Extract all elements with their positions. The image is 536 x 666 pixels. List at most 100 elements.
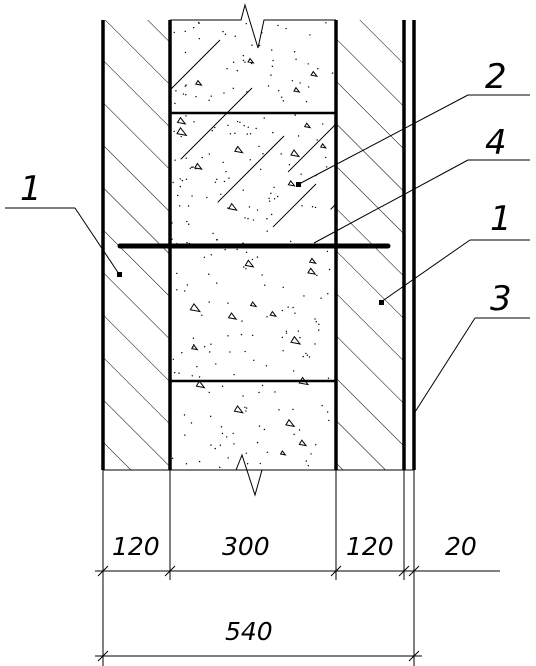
concrete-speckle xyxy=(278,409,280,411)
concrete-speckle xyxy=(186,241,188,244)
concrete-speckle xyxy=(292,408,294,411)
concrete-speckle xyxy=(321,405,323,407)
concrete-speckle xyxy=(236,120,239,123)
concrete-speckle xyxy=(259,168,262,171)
concrete-speckle xyxy=(203,256,206,259)
concrete-speckle xyxy=(224,248,226,251)
concrete-speckle xyxy=(242,242,244,244)
concrete-speckle xyxy=(191,166,193,168)
concrete-speckle xyxy=(302,355,304,358)
concrete-speckle xyxy=(184,290,186,292)
concrete-hatch-stroke xyxy=(530,328,536,370)
concrete-speckle xyxy=(291,80,294,82)
concrete-speckle xyxy=(266,316,268,318)
concrete-speckle xyxy=(210,254,213,256)
concrete-speckle xyxy=(305,460,307,462)
concrete-hatch-stroke xyxy=(49,0,92,11)
concrete-speckle xyxy=(306,354,309,356)
concrete-speckle xyxy=(277,24,279,27)
concrete-speckle xyxy=(292,306,294,309)
dim-total: 540 xyxy=(225,617,273,646)
concrete-speckle xyxy=(292,370,295,372)
concrete-speckle xyxy=(326,250,329,253)
concrete-aggregate xyxy=(195,79,203,86)
concrete-speckle xyxy=(258,145,260,148)
concrete-speckle xyxy=(171,238,173,240)
concrete-speckle xyxy=(172,358,175,361)
concrete-speckle xyxy=(318,323,320,326)
concrete-speckle xyxy=(208,391,210,394)
concrete-speckle xyxy=(232,432,234,435)
concrete-speckle xyxy=(223,92,225,94)
concrete-speckle xyxy=(208,273,210,275)
concrete-speckle xyxy=(310,453,312,455)
concrete-speckle xyxy=(266,230,268,232)
concrete-speckle xyxy=(280,153,282,155)
concrete-speckle xyxy=(181,352,183,354)
concrete-speckle xyxy=(226,436,228,438)
concrete-speckle xyxy=(214,447,216,450)
concrete-speckle xyxy=(264,284,266,286)
concrete-speckle xyxy=(245,407,248,409)
concrete-speckle xyxy=(295,58,297,60)
concrete-speckle xyxy=(303,295,305,297)
concrete-speckle xyxy=(266,451,269,453)
concrete-hatch-stroke xyxy=(272,183,317,228)
concrete-speckle xyxy=(229,351,231,353)
concrete-speckle xyxy=(245,268,247,270)
leader-right-1: 1 xyxy=(379,199,530,305)
concrete-speckle xyxy=(233,373,235,376)
concrete-speckle xyxy=(270,74,272,76)
concrete-speckle xyxy=(314,343,316,345)
concrete-speckle xyxy=(299,82,301,84)
concrete-speckle xyxy=(278,90,280,92)
concrete-speckle xyxy=(248,206,251,208)
concrete-speckle xyxy=(266,218,268,220)
concrete-speckle xyxy=(183,414,186,416)
concrete-speckle xyxy=(261,384,264,387)
concrete-speckle xyxy=(298,429,301,431)
concrete-speckle xyxy=(192,166,194,168)
concrete-aggregate xyxy=(307,267,317,275)
concrete-speckle xyxy=(227,302,229,304)
concrete-speckle xyxy=(242,59,245,62)
concrete-aggregate xyxy=(190,344,199,351)
concrete-speckle xyxy=(174,159,176,161)
concrete-speckle xyxy=(282,286,284,289)
concrete-speckle xyxy=(270,192,272,195)
concrete-speckle xyxy=(227,457,229,459)
concrete-speckle xyxy=(191,195,193,197)
concrete-speckle xyxy=(261,274,263,276)
concrete-speckle xyxy=(270,213,273,216)
concrete-speckle xyxy=(240,333,243,336)
concrete-speckle xyxy=(216,282,218,284)
concrete-speckle xyxy=(305,100,308,103)
dim-facing: 20 xyxy=(445,532,477,561)
concrete-speckle xyxy=(325,22,327,24)
concrete-speckle xyxy=(328,268,331,271)
label-3: 3 xyxy=(490,279,512,319)
concrete-speckle xyxy=(244,406,246,409)
concrete-speckle xyxy=(249,133,252,135)
leader-2: 2 xyxy=(296,57,530,187)
concrete-aggregate xyxy=(308,257,317,265)
top-break-line xyxy=(170,3,336,49)
concrete-aggregate xyxy=(244,259,255,268)
dim-left-brick: 120 xyxy=(112,532,160,561)
concrete-speckle xyxy=(244,217,246,219)
concrete-speckle xyxy=(251,334,254,337)
concrete-speckle xyxy=(176,272,178,275)
concrete-speckle xyxy=(215,363,217,365)
concrete-speckle xyxy=(195,95,197,98)
concrete-speckle xyxy=(272,131,274,134)
concrete-speckle xyxy=(184,51,187,54)
concrete-speckle xyxy=(185,94,187,96)
concrete-speckle xyxy=(251,258,254,261)
concrete-speckle xyxy=(276,195,279,198)
concrete-speckle xyxy=(225,170,227,173)
concrete-speckle xyxy=(210,343,212,345)
concrete-speckle xyxy=(171,457,174,460)
concrete-speckle xyxy=(245,22,247,25)
concrete-speckle xyxy=(244,350,246,353)
concrete-speckle xyxy=(182,93,185,95)
